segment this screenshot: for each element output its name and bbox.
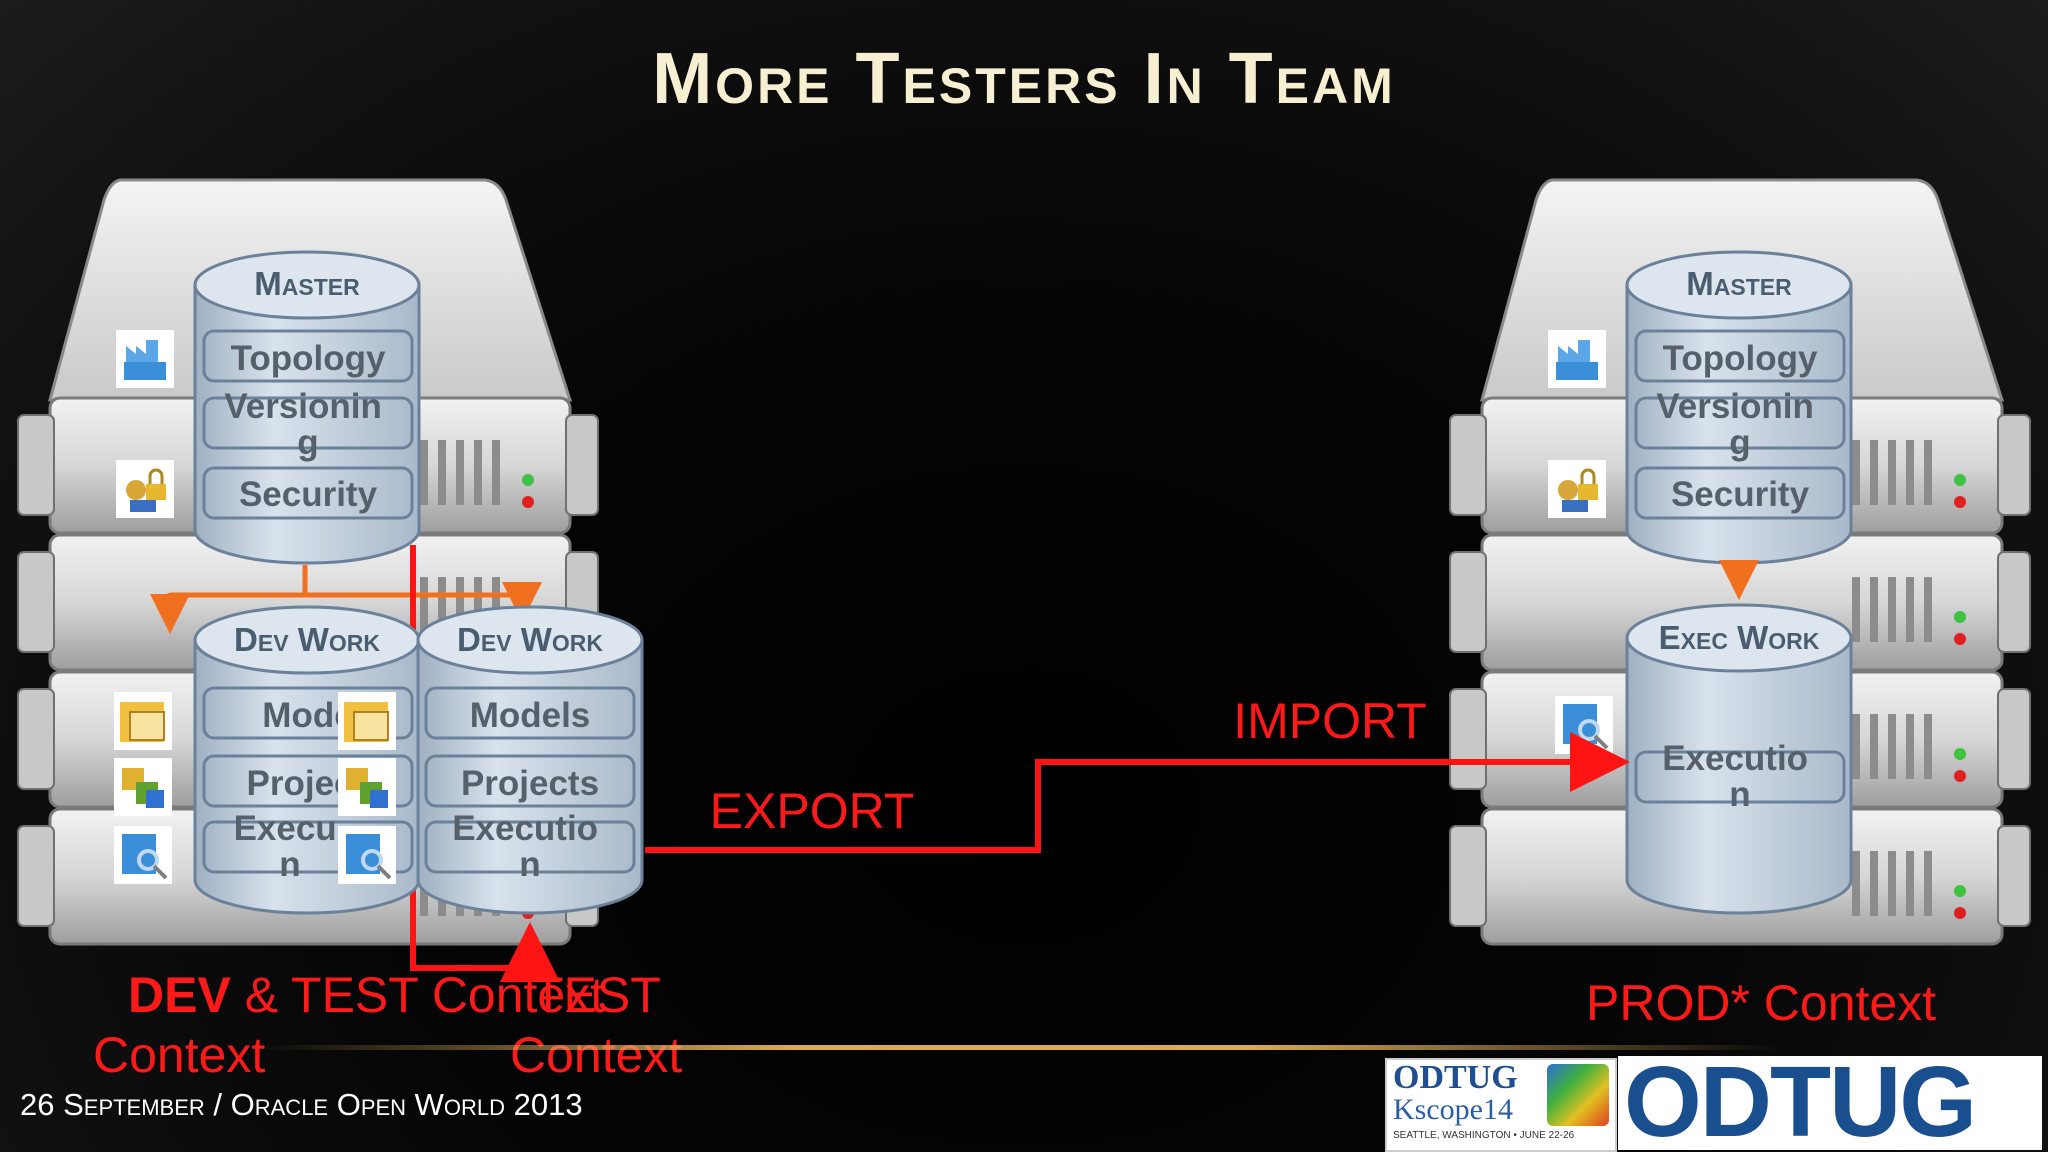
left-master-row-topology: Topology bbox=[231, 339, 386, 378]
exec-work-row-execution: Executio n bbox=[1662, 739, 1818, 814]
dev-work-1-row-execution-text-line2: n bbox=[279, 845, 300, 884]
models-folder-icon bbox=[114, 692, 172, 750]
left-master-row-versioning-1: Versionin bbox=[224, 387, 382, 426]
left-master-row-versioning-1-line2: g bbox=[297, 423, 318, 462]
import-label: IMPORT bbox=[1233, 693, 1427, 749]
odtug-logo: ODTUG bbox=[1618, 1056, 2042, 1150]
test-context-line2: Context bbox=[510, 1027, 683, 1083]
kscope-logo-kscope: Kscope14 bbox=[1393, 1093, 1513, 1126]
execution-icon-right bbox=[1555, 696, 1613, 754]
left-master-title: Master bbox=[254, 265, 360, 302]
right-master-cylinder: Master Topology Versionin g Security bbox=[1625, 250, 1853, 565]
footer-date: 26 September / Oracle Open World 2013 bbox=[20, 1087, 583, 1122]
lock-user-icon bbox=[116, 460, 174, 518]
kscope-logo-odtug: ODTUG bbox=[1393, 1059, 1518, 1096]
prod-context-label: PROD* Context bbox=[1586, 975, 1937, 1031]
factory-icon bbox=[116, 330, 174, 388]
test-context-line1: TEST bbox=[533, 967, 661, 1023]
dev-work-2-row-execution-text-line2: n bbox=[519, 845, 540, 884]
dev-work-1-row-execution: Execu n bbox=[234, 809, 347, 884]
left-icons bbox=[114, 330, 396, 884]
left-master-row-versioning: Versionin g bbox=[224, 387, 391, 462]
dev-work-1-row-projects: Projec bbox=[247, 764, 354, 803]
dev-work-2-title: Dev Work bbox=[457, 621, 603, 658]
export-import-arrow bbox=[645, 732, 1630, 853]
lock-user-icon-right bbox=[1548, 460, 1606, 518]
right-master-row-security: Security bbox=[1671, 475, 1810, 514]
exec-work-row-execution-text-line2: n bbox=[1729, 775, 1750, 814]
kscope-logo-mosaic-icon bbox=[1547, 1064, 1609, 1126]
dev-context-line2: Context bbox=[93, 1027, 266, 1083]
odtug-logo-text: ODTUG bbox=[1624, 1056, 1977, 1150]
right-master-title: Master bbox=[1686, 265, 1792, 302]
dev-work-2-cylinder: Dev Work Models Projects Executio n bbox=[416, 605, 644, 915]
left-master-row-security: Security bbox=[239, 475, 378, 514]
dev-work-1-title: Dev Work bbox=[234, 621, 380, 658]
right-master-row-versioning-text-line2: g bbox=[1729, 423, 1750, 462]
dev-work-1-row-execution-text: Execu bbox=[234, 809, 337, 848]
left-master-cylinder: Master Topology Versionin g Security bbox=[193, 250, 421, 565]
execution-icon bbox=[114, 826, 172, 884]
right-master-row-topology: Topology bbox=[1663, 339, 1818, 378]
export-label: EXPORT bbox=[710, 783, 915, 839]
right-master-row-versioning-text: Versionin bbox=[1656, 387, 1814, 426]
dev-work-2-row-models: Models bbox=[470, 696, 591, 735]
orange-connector-arrows bbox=[150, 565, 542, 634]
right-master-row-versioning: Versionin g bbox=[1656, 387, 1823, 462]
exec-work-cylinder: Exec Work Executio n bbox=[1625, 603, 1853, 915]
kscope-logo: ODTUG Kscope14 SEATTLE, WASHINGTON • JUN… bbox=[1385, 1058, 1617, 1152]
exec-work-row-execution-text: Executio bbox=[1662, 739, 1808, 778]
dev-work-2-row-execution: Executio n bbox=[452, 809, 608, 884]
dev-bold: DEV bbox=[128, 967, 231, 1023]
kscope-logo-location: SEATTLE, WASHINGTON • JUNE 22-26 bbox=[1393, 1130, 1575, 1141]
dev-test-context-label: DEV & TEST Context bbox=[128, 966, 604, 1024]
slide-title: More Testers In Team bbox=[652, 39, 1396, 119]
execution-icon-2 bbox=[338, 826, 396, 884]
dev-work-2-row-execution-text: Executio bbox=[452, 809, 598, 848]
dev-work-2-row-projects: Projects bbox=[461, 764, 599, 803]
projects-icon bbox=[114, 758, 172, 816]
separator-glow bbox=[260, 1045, 1780, 1050]
models-folder-icon-2 bbox=[338, 692, 396, 750]
projects-icon-2 bbox=[338, 758, 396, 816]
dev-test-rest: & TEST Context bbox=[230, 967, 605, 1023]
right-icons bbox=[1548, 330, 1613, 754]
factory-icon-right bbox=[1548, 330, 1606, 388]
exec-work-title: Exec Work bbox=[1659, 619, 1820, 656]
